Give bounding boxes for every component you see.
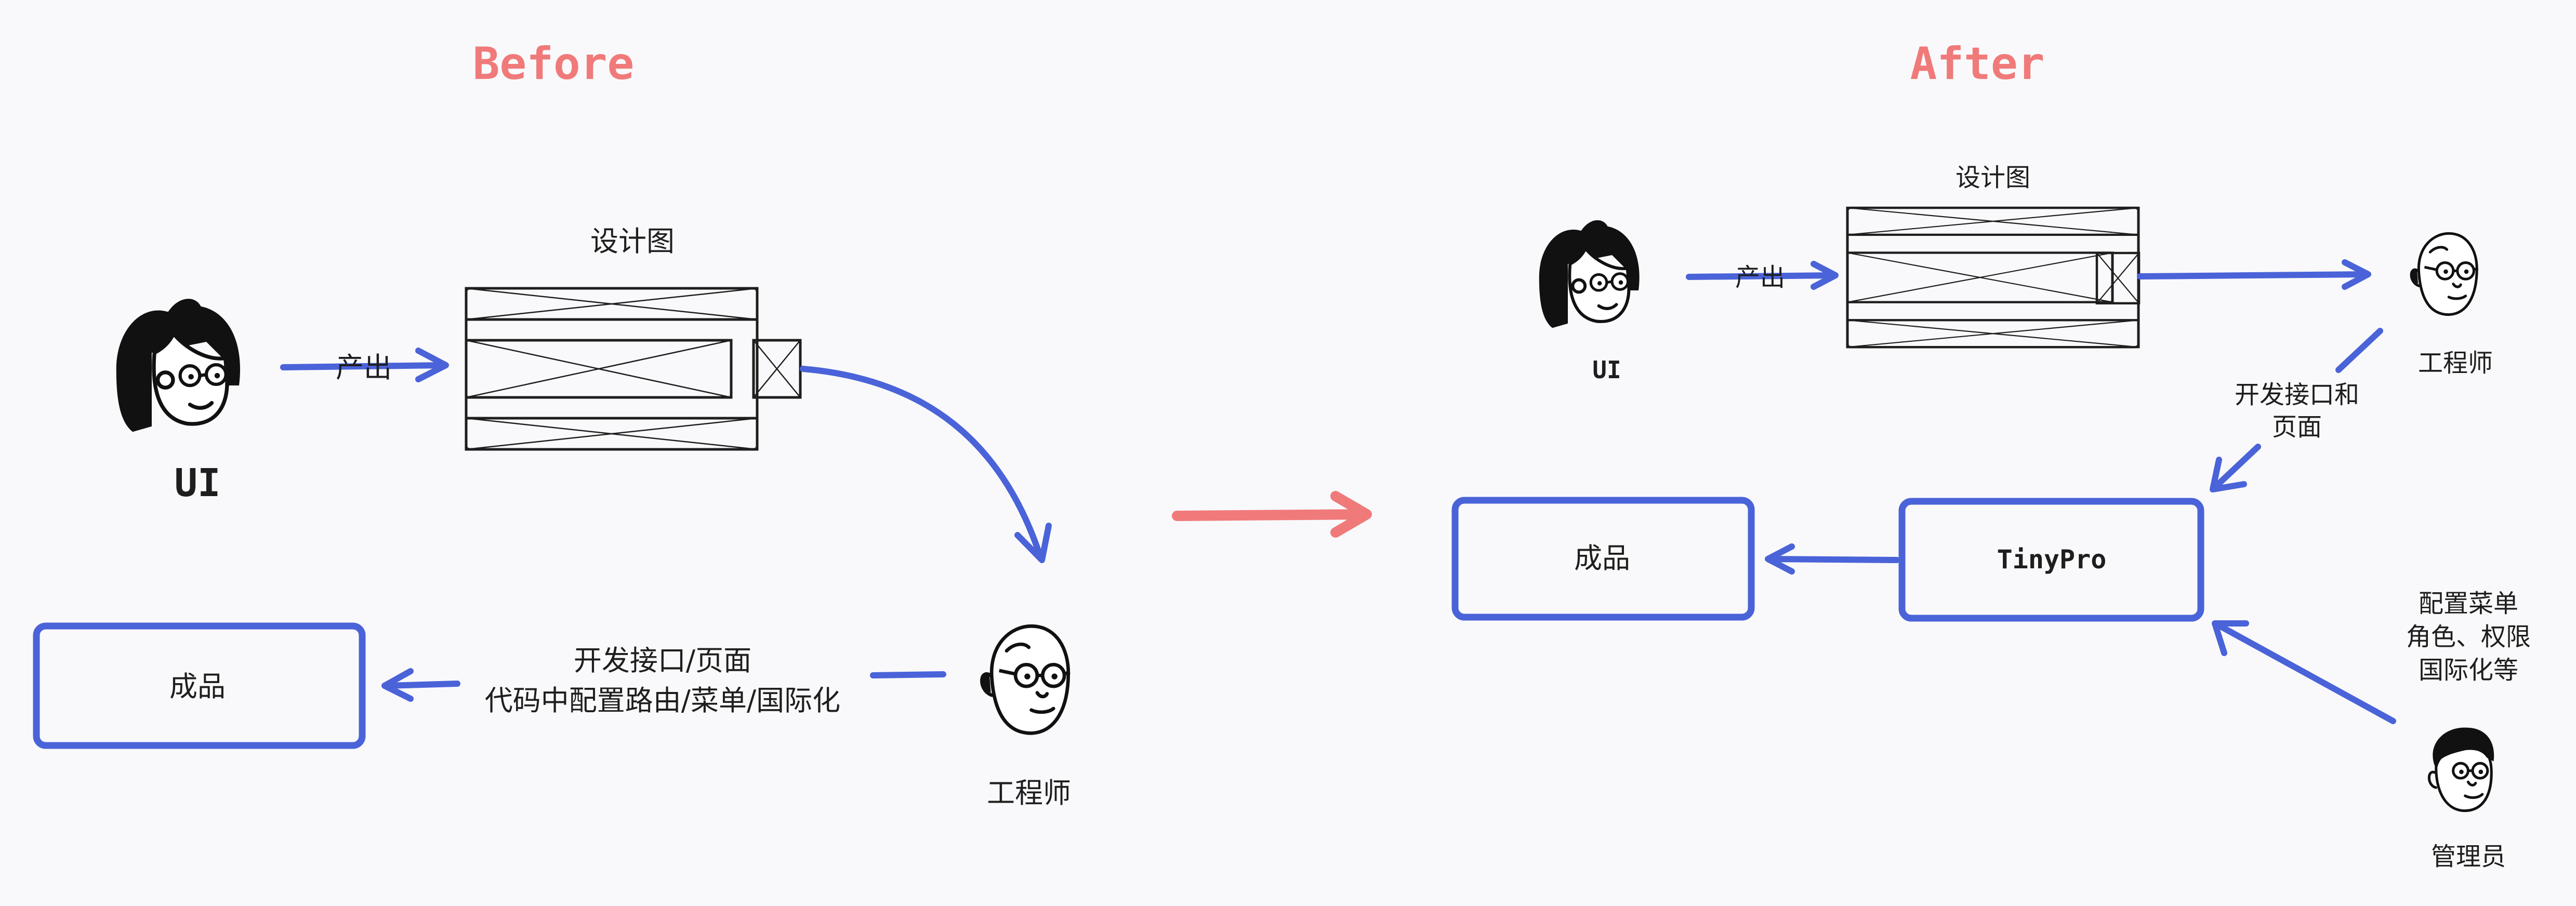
admin-label: 管理员 bbox=[2431, 842, 2506, 871]
wireframe-icon bbox=[1847, 208, 2138, 347]
tinypro-label: TinyPro bbox=[1997, 544, 2107, 575]
engineer-avatar-icon bbox=[2411, 233, 2478, 314]
ui-label: UI bbox=[1592, 356, 1621, 384]
transition-arrow-icon bbox=[1172, 491, 1372, 538]
design-label: 设计图 bbox=[1956, 163, 2030, 192]
admin-task-line-1: 配置菜单 bbox=[2419, 589, 2518, 618]
engineer-task-line-2: 页面 bbox=[2272, 412, 2322, 442]
engineer-to-tinypro-arrow-icon bbox=[2210, 328, 2383, 492]
before-section: Before UI 产出 设计图 工程师 开发接口/页面 代码中配置路由/菜单/… bbox=[33, 38, 1071, 809]
engineer-label: 工程师 bbox=[2418, 349, 2493, 378]
engineer-avatar-icon bbox=[982, 626, 1069, 733]
wireframe-small-box bbox=[754, 340, 800, 397]
tinypro-to-product-arrow-icon bbox=[1765, 543, 1900, 575]
engineer-to-product-arrow-icon bbox=[381, 668, 946, 702]
engineer-task-line-1: 开发接口/页面 bbox=[574, 644, 751, 677]
before-title: Before bbox=[473, 38, 635, 90]
product-label: 成品 bbox=[1574, 542, 1630, 575]
produce-arrow-icon bbox=[280, 348, 449, 382]
admin-task-line-2: 角色、权限 bbox=[2406, 622, 2531, 651]
product-box bbox=[1451, 497, 1755, 621]
tinypro-box bbox=[1898, 498, 2204, 622]
wireframe-icon bbox=[466, 288, 757, 449]
produce-label: 产出 bbox=[336, 351, 392, 384]
ui-label: UI bbox=[174, 461, 220, 505]
product-label: 成品 bbox=[169, 670, 226, 703]
curved-arrow-icon bbox=[800, 366, 1052, 563]
engineer-task-line-1: 开发接口和 bbox=[2235, 380, 2359, 409]
product-box bbox=[33, 622, 366, 749]
produce-arrow-icon bbox=[1686, 261, 1839, 290]
admin-avatar-icon bbox=[2429, 728, 2494, 811]
engineer-task-line-2: 代码中配置路由/菜单/国际化 bbox=[485, 684, 840, 717]
produce-label: 产出 bbox=[1735, 263, 1785, 292]
admin-task-line-3: 国际化等 bbox=[2419, 656, 2518, 685]
design-to-engineer-arrow-icon bbox=[2137, 259, 2371, 290]
after-title: After bbox=[1910, 38, 2045, 90]
wireframe-small-box bbox=[2097, 253, 2139, 303]
ui-designer-avatar-icon bbox=[1539, 220, 1640, 328]
ui-designer-avatar-icon bbox=[116, 299, 240, 432]
admin-to-tinypro-arrow-icon bbox=[2212, 620, 2396, 724]
after-section: After UI 产出 设计图 工程师 开发接口和 页面 TinyPro 成品 … bbox=[1451, 38, 2531, 871]
design-label: 设计图 bbox=[590, 225, 675, 258]
engineer-label: 工程师 bbox=[987, 777, 1071, 809]
